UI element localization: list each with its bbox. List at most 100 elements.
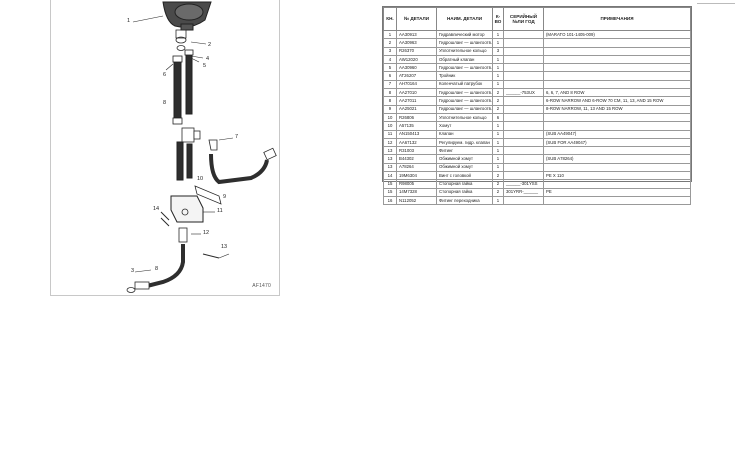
serial-year-cell (503, 63, 544, 73)
row-no-cell: 7 (383, 79, 397, 90)
part-number-cell: 14M7328 (396, 187, 437, 197)
quantity-cell: 1 (492, 129, 504, 139)
remarks-cell: (SUB FOR AA49047) (543, 137, 691, 148)
serial-year-cell (503, 129, 544, 139)
remarks-cell (543, 54, 691, 65)
valve-block (170, 195, 204, 223)
parts-table: КН. № ДЕТАЛИ НАИМ. ДЕТАЛИ К-ВО СЕРИЙНЫЙ … (383, 7, 691, 206)
part-number-cell: R31003 (396, 146, 437, 156)
part-number-cell: 19M6304 (396, 171, 437, 181)
callout: 4 (206, 56, 210, 62)
part-number-cell: A57135 (396, 121, 437, 131)
quantity-cell: 1 (492, 79, 504, 90)
remarks-cell: PE (543, 187, 691, 197)
row-no-cell: 9 (383, 104, 397, 114)
part-name-cell: Стопорная гайка (436, 187, 493, 197)
exploded-diagram: 1 2 4 5 6 8 7 9 10 11 12 13 14 3 8 AF147… (50, 0, 280, 296)
row-no-cell: 12 (383, 137, 397, 148)
row-no-cell: 15 (383, 187, 397, 197)
serial-year-cell (503, 79, 544, 90)
quantity-cell: 6 (492, 112, 504, 123)
quantity-cell: 1 (492, 71, 504, 81)
hydraulic-motor (162, 1, 212, 31)
row-no-cell: 15 (383, 179, 397, 189)
part-name-cell: Хомут (436, 121, 493, 131)
figure-code: AF1470 (252, 283, 271, 289)
part-name-cell: Фитинг (436, 146, 493, 156)
row-no-cell: 11 (383, 129, 397, 139)
serial-year-cell (503, 171, 544, 181)
part-name-cell: Гидрошланг — шлангоотв. (436, 104, 493, 114)
part-number-cell: AT26207 (396, 71, 437, 81)
serial-year-cell: ______-301YSS (503, 179, 544, 189)
part-number-cell: AA30963 (396, 38, 437, 48)
remarks-cell (543, 162, 691, 173)
remarks-cell (543, 112, 691, 123)
part-name-cell: Гидрошланг — шлангоотв. (436, 88, 493, 98)
hose-left (172, 55, 183, 125)
row-no-cell: 13 (383, 162, 397, 173)
part-name-cell: Обжимной хомут (436, 154, 493, 164)
part-name-cell: Обжимной хомут (436, 162, 493, 173)
part-number-cell: AA27010 (396, 88, 437, 98)
quantity-cell: 1 (492, 146, 504, 156)
callout: 5 (203, 63, 207, 69)
part-name-cell: Стопорная гайка (436, 179, 493, 189)
header-name: НАИМ. ДЕТАЛИ (436, 7, 493, 31)
serial-year-cell (503, 54, 544, 65)
part-number-cell: AN150413 (396, 129, 437, 139)
remarks-cell: (SUB AA49047) (543, 129, 691, 139)
part-name-cell: Уплотнительное кольцо (436, 46, 493, 56)
remarks-cell: (SUB A78264) (543, 154, 691, 164)
quantity-cell: 1 (492, 154, 504, 164)
row-no-cell: 10 (383, 121, 397, 131)
part-name-cell: Коленчатый патрубок (436, 79, 493, 90)
row-no-cell: 13 (383, 154, 397, 164)
callout: 9 (223, 194, 227, 200)
part-number-cell: A78264 (396, 162, 437, 173)
part-name-cell: Клапан (436, 129, 493, 139)
part-number-cell: N112052 (396, 195, 437, 206)
callout: 8 (155, 266, 159, 272)
part-name-cell: Фитинг переходника (436, 195, 493, 206)
callout: 7 (235, 134, 239, 140)
serial-year-cell (503, 71, 544, 81)
row-no-cell: 5 (383, 63, 397, 73)
remarks-cell (543, 71, 691, 81)
parts-table-panel: КН. № ДЕТАЛИ НАИМ. ДЕТАЛИ К-ВО СЕРИЙНЫЙ … (382, 6, 692, 206)
serial-year-cell (503, 46, 544, 56)
quantity-cell: 1 (492, 137, 504, 148)
row-no-cell: 14 (383, 171, 397, 181)
remarks-cell: 6-ROW NARROW AND 6-ROW 70 CM, 11, 13, AN… (543, 96, 691, 106)
remarks-cell: (MARATO 101-1405-009) (543, 29, 691, 40)
callout: 14 (153, 206, 160, 212)
part-number-cell: B44302 (396, 154, 437, 164)
serial-year-cell: ______-753UX (503, 88, 544, 98)
quantity-cell: 1 (492, 162, 504, 173)
serial-year-cell (503, 121, 544, 131)
part-name-cell: Гидрошланг — шлангоотв. (436, 63, 493, 73)
part-number-cell: AW12020 (396, 54, 437, 65)
quantity-cell: 1 (492, 38, 504, 48)
quantity-cell: 2 (492, 171, 504, 181)
callout: 1 (127, 18, 131, 24)
callout: 11 (217, 208, 223, 214)
part-number-cell: AA67132 (396, 137, 437, 148)
serial-year-cell (503, 29, 544, 40)
callout: 12 (203, 230, 210, 236)
header-serial: СЕРИЙНЫЙ №ЛИ ГОД (503, 7, 544, 31)
corner-line (697, 3, 735, 4)
quantity-cell: 2 (492, 104, 504, 114)
row-no-cell: 10 (383, 112, 397, 123)
serial-year-cell (503, 137, 544, 148)
